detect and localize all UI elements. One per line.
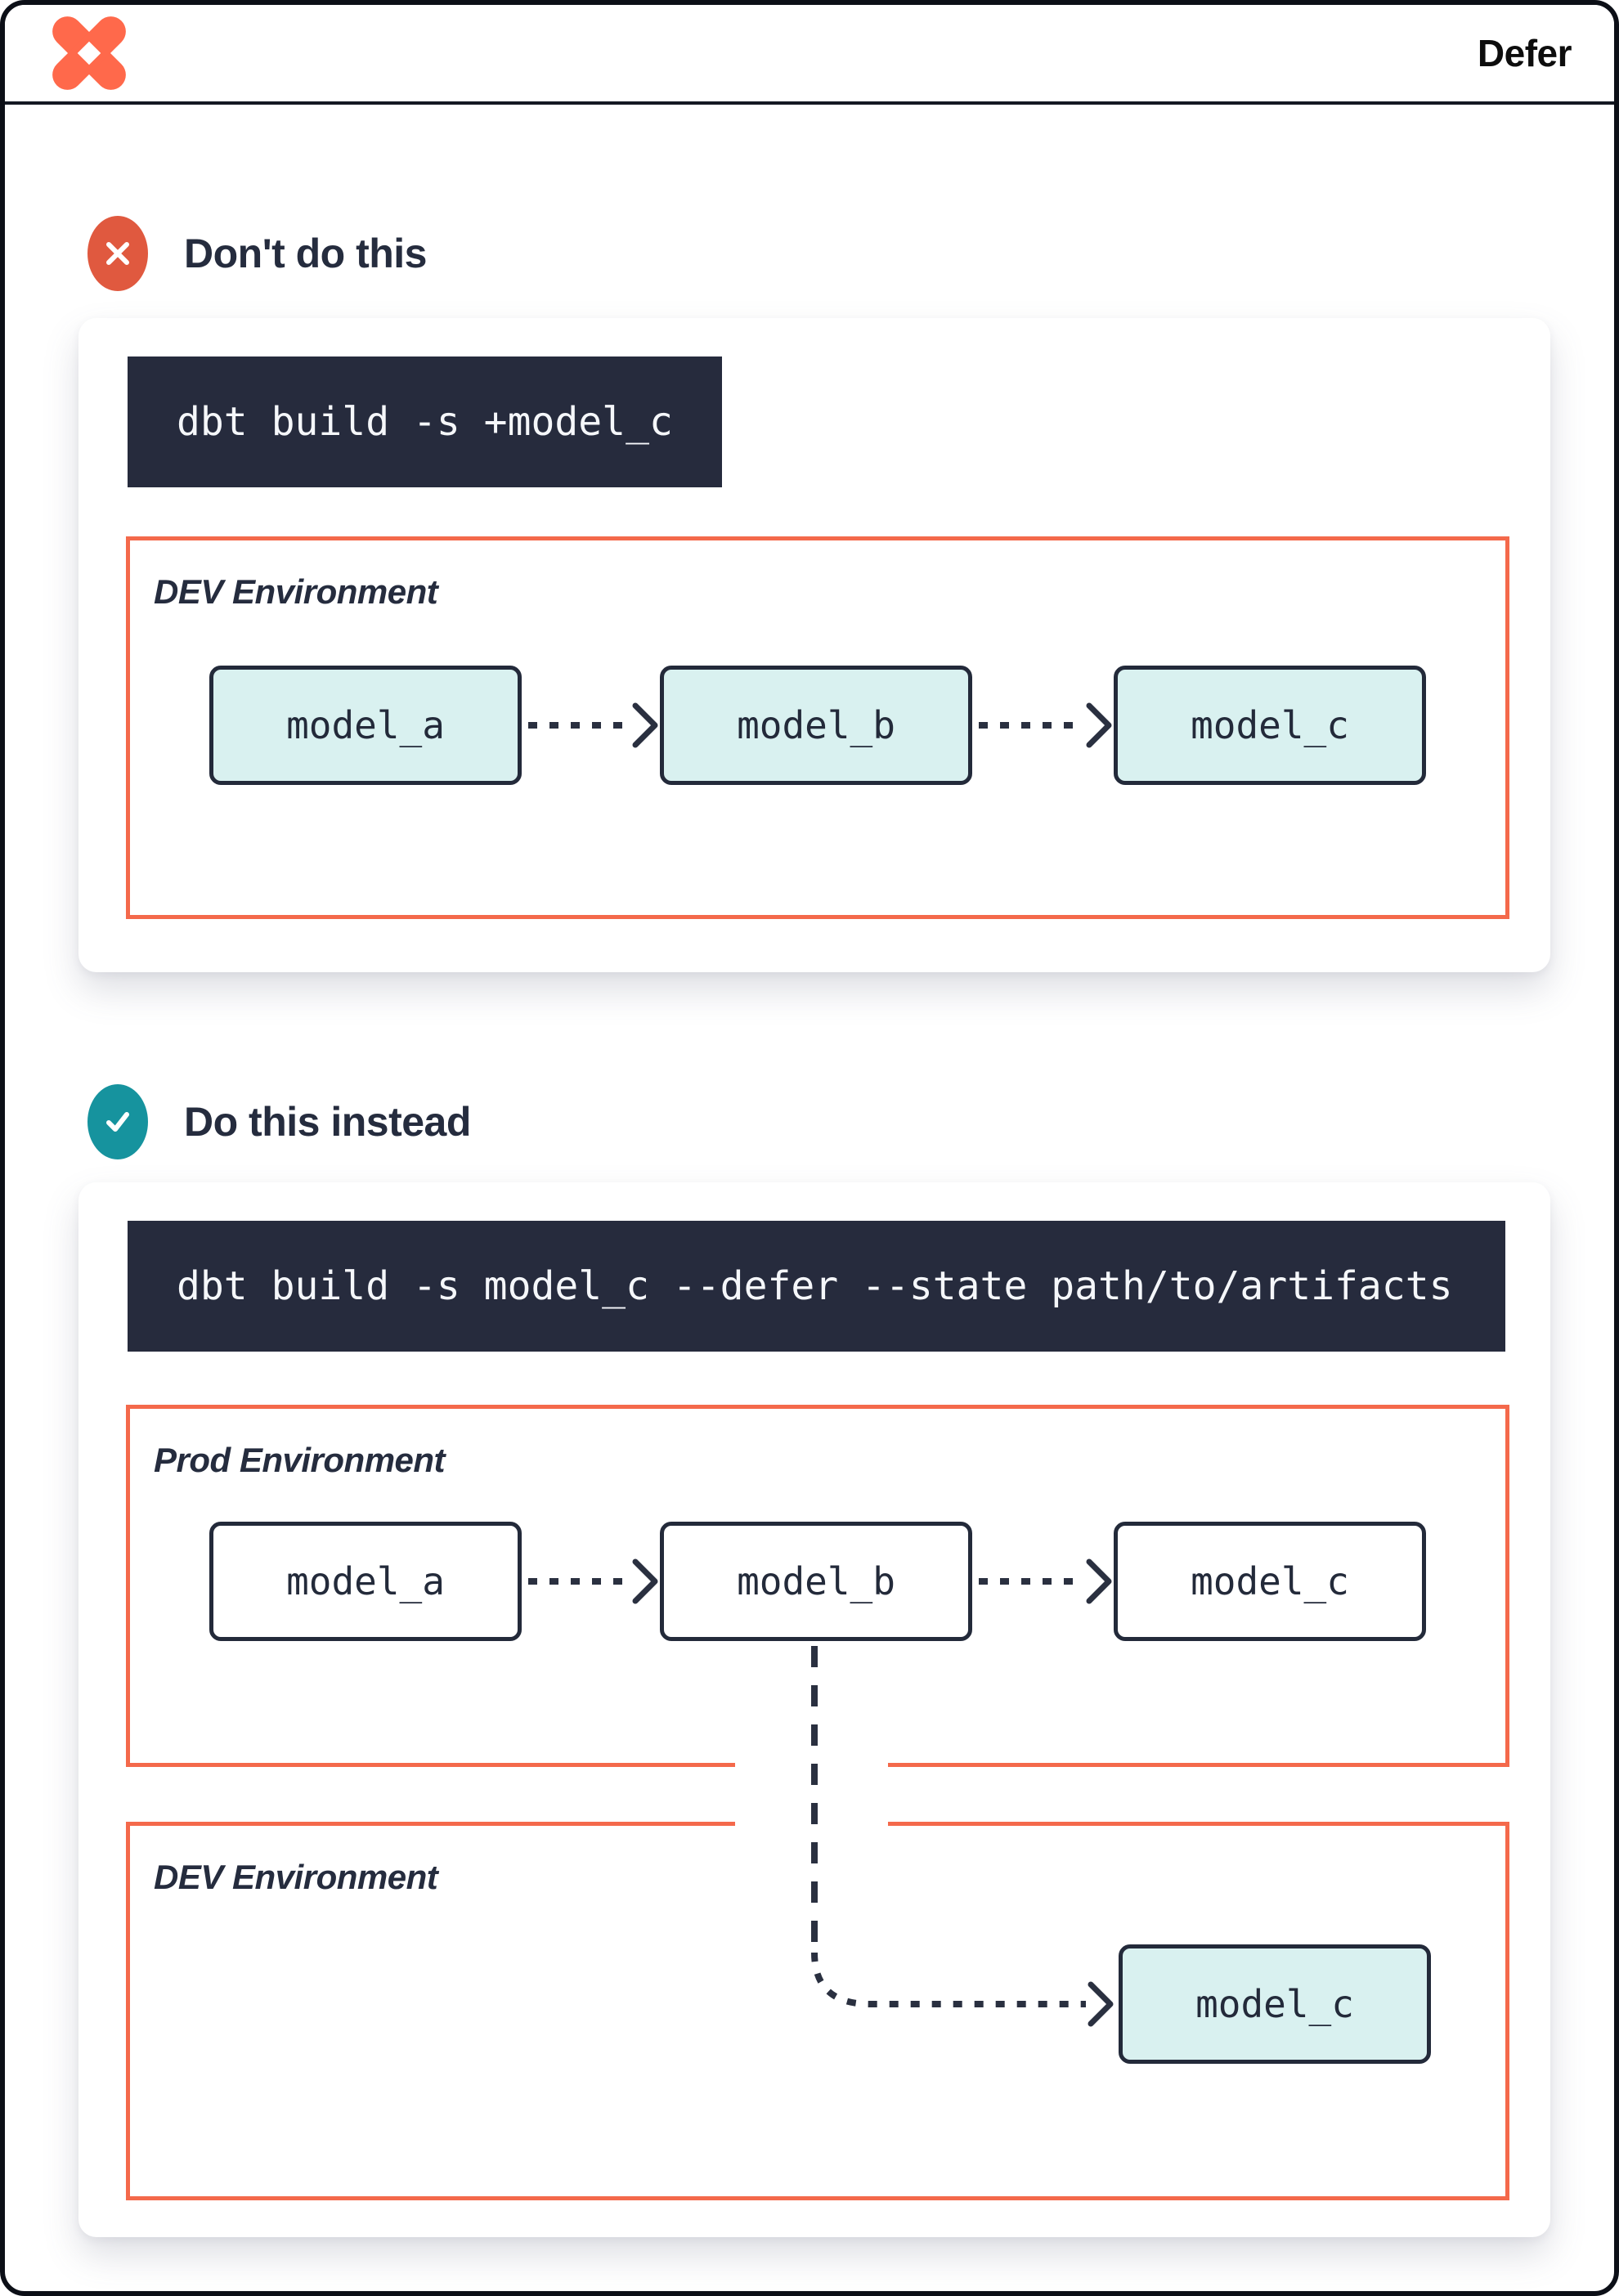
prod-env-label: Prod Environment <box>154 1441 446 1479</box>
do-section-heading: Do this instead <box>87 1084 471 1159</box>
dev-border-gap <box>735 1819 888 1829</box>
model-node: model_a <box>209 666 522 785</box>
header-bar: Defer <box>5 5 1614 105</box>
dont-heading-text: Don't do this <box>184 231 428 276</box>
dont-section-heading: Don't do this <box>87 216 428 291</box>
model-node: model_b <box>660 666 972 785</box>
model-node: model_a <box>209 1522 522 1641</box>
x-circle-icon <box>87 216 148 291</box>
page-title: Defer <box>1477 32 1572 74</box>
do-heading-text: Do this instead <box>184 1099 471 1145</box>
do-dev-env-label: DEV Environment <box>154 1858 438 1896</box>
dont-dev-env-box <box>126 536 1509 919</box>
model-node: model_c <box>1114 666 1426 785</box>
model-node: model_c <box>1119 1944 1431 2064</box>
do-code-block: dbt build -s model_c --defer --state pat… <box>128 1221 1505 1352</box>
dont-dev-env-label: DEV Environment <box>154 572 438 611</box>
dont-code-block: dbt build -s +model_c <box>128 357 722 487</box>
prod-border-gap <box>735 1760 888 1770</box>
do-code-text: dbt build -s model_c --defer --state pat… <box>177 1263 1453 1309</box>
dbt-logo-icon <box>47 11 131 95</box>
model-node: model_b <box>660 1522 972 1641</box>
dont-code-text: dbt build -s +model_c <box>177 399 673 445</box>
model-node: model_c <box>1114 1522 1426 1641</box>
check-circle-icon <box>87 1084 148 1159</box>
